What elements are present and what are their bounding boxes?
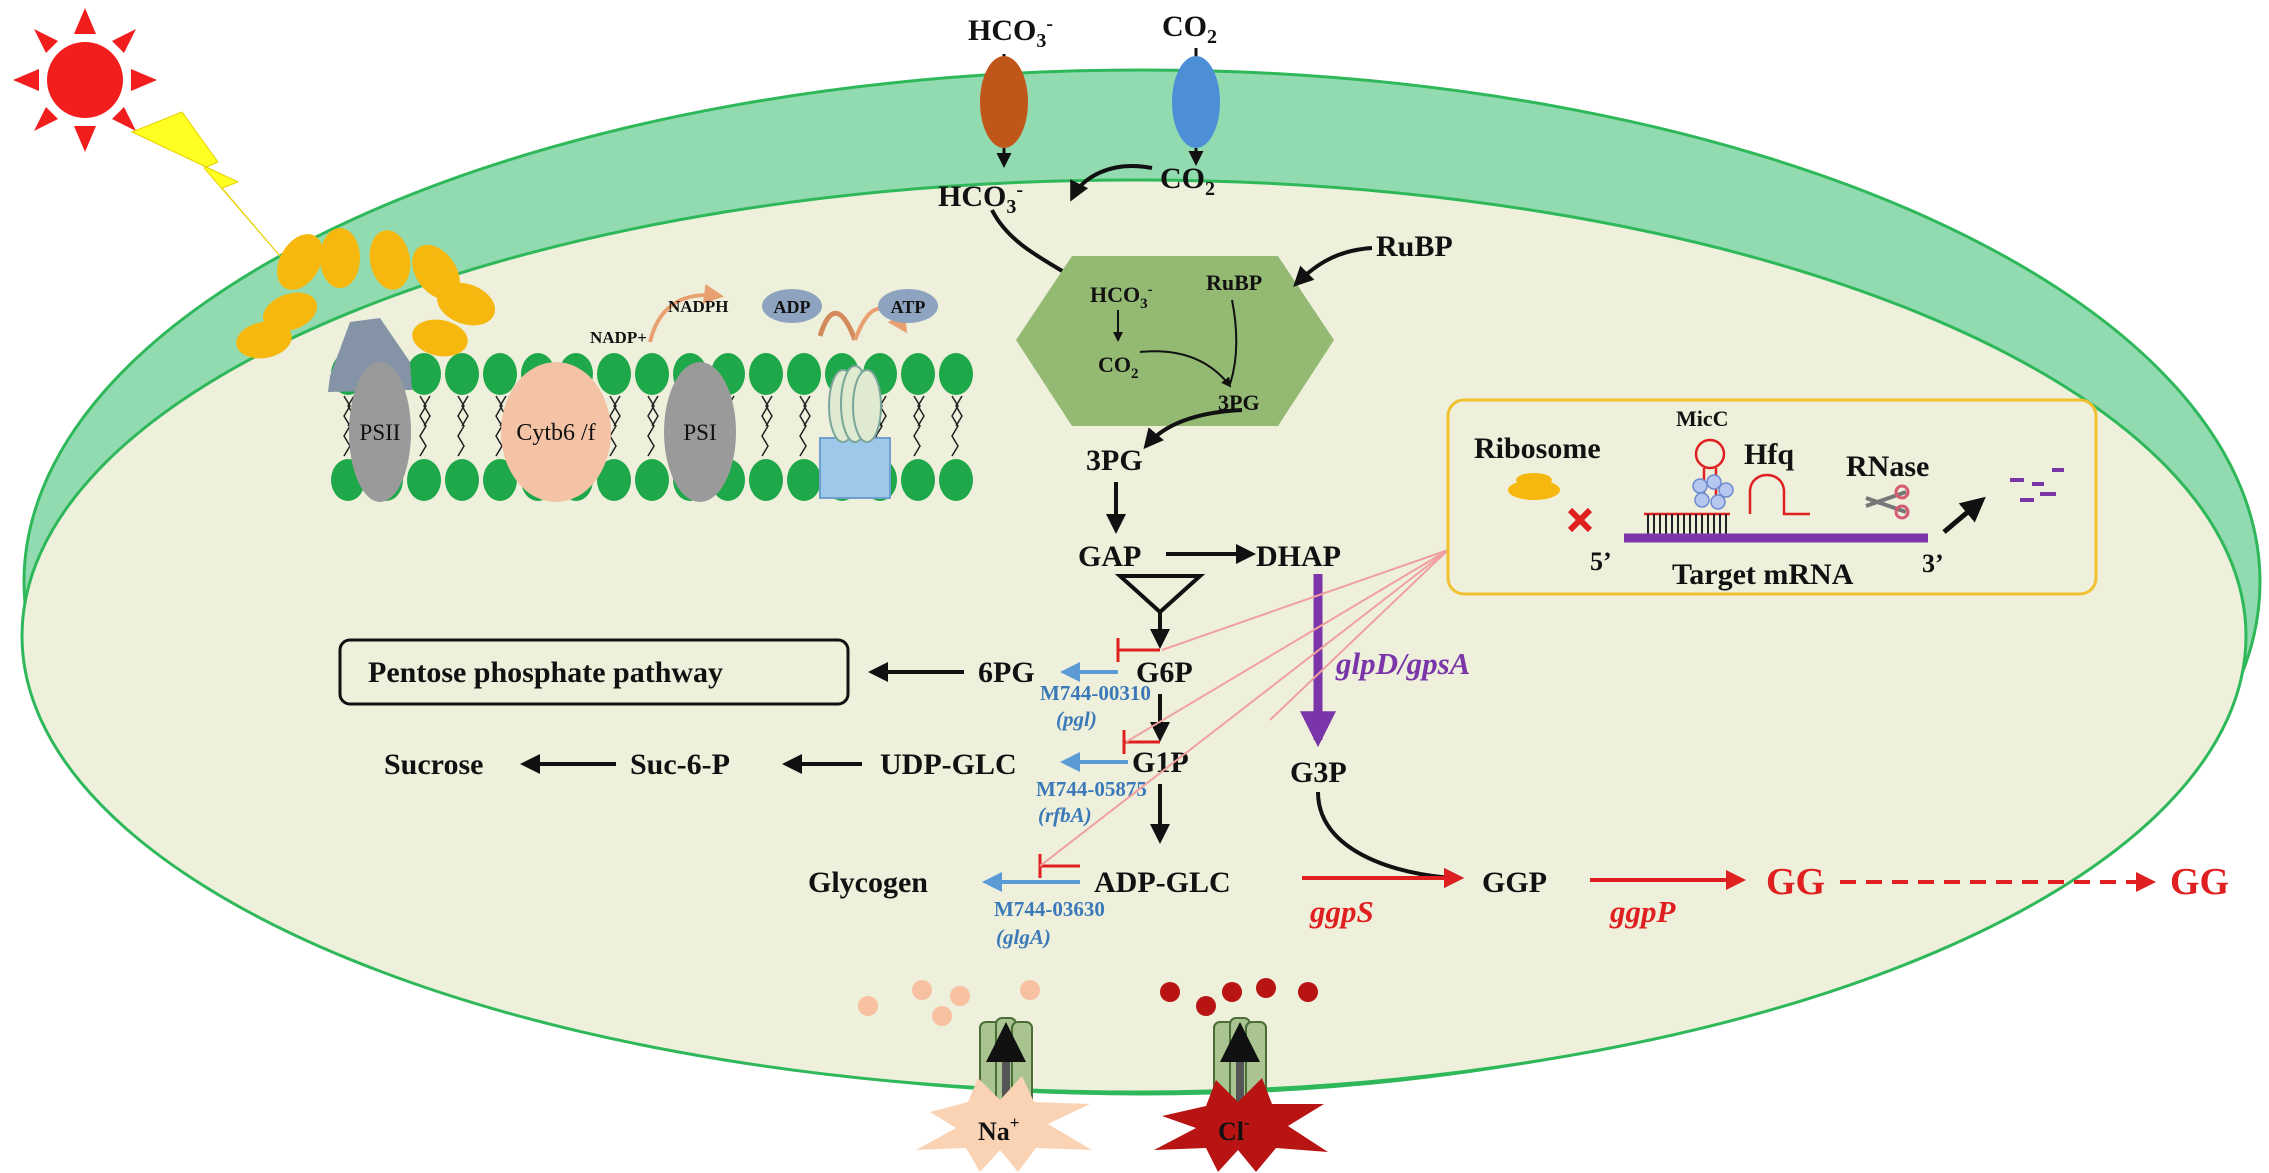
na-ion-dots: [858, 980, 1040, 1026]
cl-ion-dots: [1160, 978, 1318, 1016]
psii-label: PSII: [360, 420, 401, 445]
lipid-head: [597, 459, 631, 501]
co2-transporter: [1172, 48, 1220, 166]
degraded-mrna-icon: [2010, 468, 2064, 502]
lipid-head: [635, 459, 669, 501]
micc-label: MicC: [1676, 406, 1729, 431]
lipid-tail: [647, 395, 659, 457]
lipid-head: [901, 459, 935, 501]
lipid-head: [749, 353, 783, 395]
suc6p-label: Suc-6-P: [630, 748, 730, 781]
lipid-head: [939, 459, 973, 501]
gg-internal-label: GG: [1766, 861, 1825, 903]
lightning-icon: [130, 111, 293, 271]
pgl-gene: (pgl): [1056, 707, 1097, 731]
lipid-head: [445, 353, 479, 395]
pentose-phosphate-box: [338, 638, 850, 706]
hfq-protein-icon: [1692, 474, 1734, 510]
atp-badge: [878, 289, 938, 323]
blocked-icon: [1567, 507, 1593, 533]
rubp-calvin-label: RuBP: [1206, 270, 1262, 295]
srna-regulation-lines: [1039, 549, 1449, 867]
ggpp-gene: ggpP: [1609, 894, 1677, 929]
lipid-tail: [609, 395, 621, 457]
ggps-gene: ggpS: [1309, 894, 1374, 929]
rfba-gene: (rfbA): [1038, 803, 1092, 827]
ribosome-icon: [1508, 480, 1560, 500]
m744-00310-gene: M744-00310: [1040, 681, 1151, 705]
3pg-label: 3PG: [1086, 444, 1143, 477]
lipid-tail: [799, 395, 811, 457]
rubp-outer-label: RuBP: [1376, 230, 1453, 263]
lipid-head: [407, 459, 441, 501]
ggp-label: GGP: [1482, 866, 1547, 899]
atp-synthase: [819, 365, 891, 499]
psii-complex: [349, 362, 411, 502]
adp-badge: [762, 289, 822, 323]
psi-complex: [664, 362, 736, 502]
hfq-label: Hfq: [1744, 438, 1794, 471]
three-prime-label: 3’: [1922, 549, 1944, 578]
co2-internal-label: CO2: [1160, 162, 1215, 200]
five-prime-label: 5’: [1590, 547, 1612, 576]
na-ion-burst: [916, 1076, 1092, 1172]
dhap-label: DHAP: [1256, 540, 1341, 573]
6pg-label: 6PG: [978, 656, 1035, 689]
hco3-external-label: HCO3-: [968, 13, 1053, 52]
udp-glc-label: UDP-GLC: [880, 748, 1017, 781]
g3p-label: G3P: [1290, 756, 1347, 789]
glycogen-label: Glycogen: [808, 866, 928, 899]
glpd-gpsa-gene: glpD/gpsA: [1335, 646, 1470, 681]
co2-external-label: CO2: [1162, 10, 1217, 48]
light-harvesting-antenna: [236, 228, 496, 359]
lipid-tail: [457, 395, 469, 457]
cl-ion-burst: [1154, 1078, 1328, 1172]
rnase-label: RNase: [1846, 450, 1929, 483]
hco3-transporter: [980, 54, 1028, 168]
psi-label: PSI: [683, 420, 716, 445]
nadph-label: NADPH: [668, 297, 728, 316]
thylakoid-membrane: PSII Cytb6 /f PSI NADP+ NADPH ADP ATP: [236, 228, 973, 502]
lipid-tail: [761, 395, 773, 457]
lipid-head: [787, 459, 821, 501]
sucrose-label: Sucrose: [384, 748, 483, 781]
lipid-tail: [419, 395, 431, 457]
lipid-head: [635, 353, 669, 395]
lipid-tail: [951, 395, 963, 457]
lipid-head: [445, 459, 479, 501]
atp-label: ATP: [891, 297, 926, 317]
gap-dhap-merge: [1114, 574, 1206, 615]
lipid-head: [483, 353, 517, 395]
adp-label: ADP: [774, 297, 811, 317]
lipid-head: [483, 459, 517, 501]
scissors-icon: [1865, 484, 1910, 520]
gg-external-label: GG: [2170, 861, 2229, 903]
glga-gene: (glgA): [996, 925, 1051, 949]
lipid-head: [597, 353, 631, 395]
sun-icon: [13, 8, 157, 152]
g6p-label: G6P: [1136, 656, 1193, 689]
cytb6f-label: Cytb6 /f: [516, 420, 595, 446]
pentose-phosphate-label: Pentose phosphate pathway: [368, 656, 723, 689]
lipid-head: [901, 353, 935, 395]
nadp-label: NADP+: [590, 328, 647, 347]
gap-label: GAP: [1078, 540, 1141, 573]
adp-glc-label: ADP-GLC: [1094, 866, 1231, 899]
lipid-head: [407, 353, 441, 395]
lipid-head: [749, 459, 783, 501]
srna-mechanism-box: [1446, 398, 2098, 596]
m744-03630-gene: M744-03630: [994, 897, 1105, 921]
lipid-tail: [913, 395, 925, 457]
cytb6f-complex: [501, 362, 611, 502]
ribosome-label: Ribosome: [1474, 432, 1601, 465]
target-mrna-label: Target mRNA: [1672, 558, 1854, 591]
inhibition-marks: [1038, 638, 1160, 878]
lipid-head: [787, 353, 821, 395]
calvin-cycle-hexagon: [1016, 256, 1334, 426]
lipid-head: [939, 353, 973, 395]
